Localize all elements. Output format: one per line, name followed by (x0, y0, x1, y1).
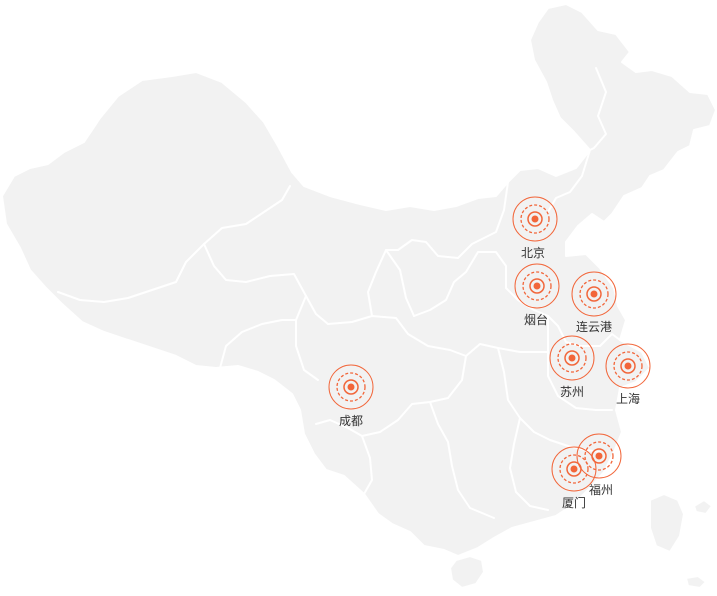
small-islands-shape (685, 499, 713, 589)
marker-inner-ring (564, 350, 580, 366)
city-marker-suzhou[interactable]: 苏州 (549, 335, 595, 399)
city-label-yantai: 烟台 (524, 312, 548, 327)
city-label-shanghai: 上海 (616, 391, 640, 406)
city-label-beijing: 北京 (521, 246, 545, 260)
city-marker-shanghai[interactable]: 上海 (605, 343, 651, 406)
marker-inner-ring (527, 211, 543, 227)
marker-dashed-ring (613, 351, 643, 381)
marker-dashed-ring (559, 454, 589, 484)
marker-center-dot (595, 452, 603, 460)
marker-center-dot (533, 282, 541, 290)
marker-inner-ring (566, 461, 582, 477)
city-label-chengdu: 成都 (339, 414, 363, 428)
hainan-island-shape (449, 555, 485, 589)
city-marker-beijing[interactable]: 北京 (512, 196, 558, 260)
city-marker-lianyungang[interactable]: 连云港 (571, 271, 617, 334)
marker-dashed-ring (579, 279, 609, 309)
marker-outer-ring (551, 446, 597, 492)
mainland-china-shape (1, 3, 717, 557)
marker-outer-ring (571, 271, 617, 317)
marker-outer-ring (549, 335, 595, 381)
marker-center-dot (531, 215, 539, 223)
marker-dashed-ring (522, 271, 552, 301)
marker-inner-ring (620, 358, 636, 374)
marker-center-dot (570, 465, 578, 473)
marker-center-dot (347, 383, 355, 391)
taiwan-island-shape (649, 493, 685, 553)
marker-inner-ring (586, 286, 602, 302)
marker-outer-ring (576, 433, 622, 479)
marker-center-dot (568, 354, 576, 362)
marker-outer-ring (512, 196, 558, 242)
marker-center-dot (624, 362, 632, 370)
marker-inner-ring (343, 379, 359, 395)
city-marker-yantai[interactable]: 烟台 (514, 263, 560, 327)
city-label-xiamen: 厦门 (562, 495, 586, 510)
marker-dashed-ring (557, 343, 587, 373)
city-marker-chengdu[interactable]: 成都 (328, 364, 374, 428)
city-label-lianyungang: 连云港 (576, 319, 612, 334)
city-label-suzhou: 苏州 (560, 385, 584, 399)
marker-outer-ring (328, 364, 374, 410)
city-marker-xiamen[interactable]: 厦门 (551, 446, 597, 510)
marker-outer-ring (605, 343, 651, 389)
marker-center-dot (590, 290, 598, 298)
marker-outer-ring (514, 263, 560, 309)
city-marker-fuzhou[interactable]: 福州 (576, 433, 622, 497)
marker-dashed-ring (336, 372, 366, 402)
marker-inner-ring (529, 278, 545, 294)
province-borders (57, 67, 621, 519)
marker-dashed-ring (520, 204, 550, 234)
city-label-fuzhou: 福州 (589, 482, 613, 497)
marker-dashed-ring (584, 441, 614, 471)
